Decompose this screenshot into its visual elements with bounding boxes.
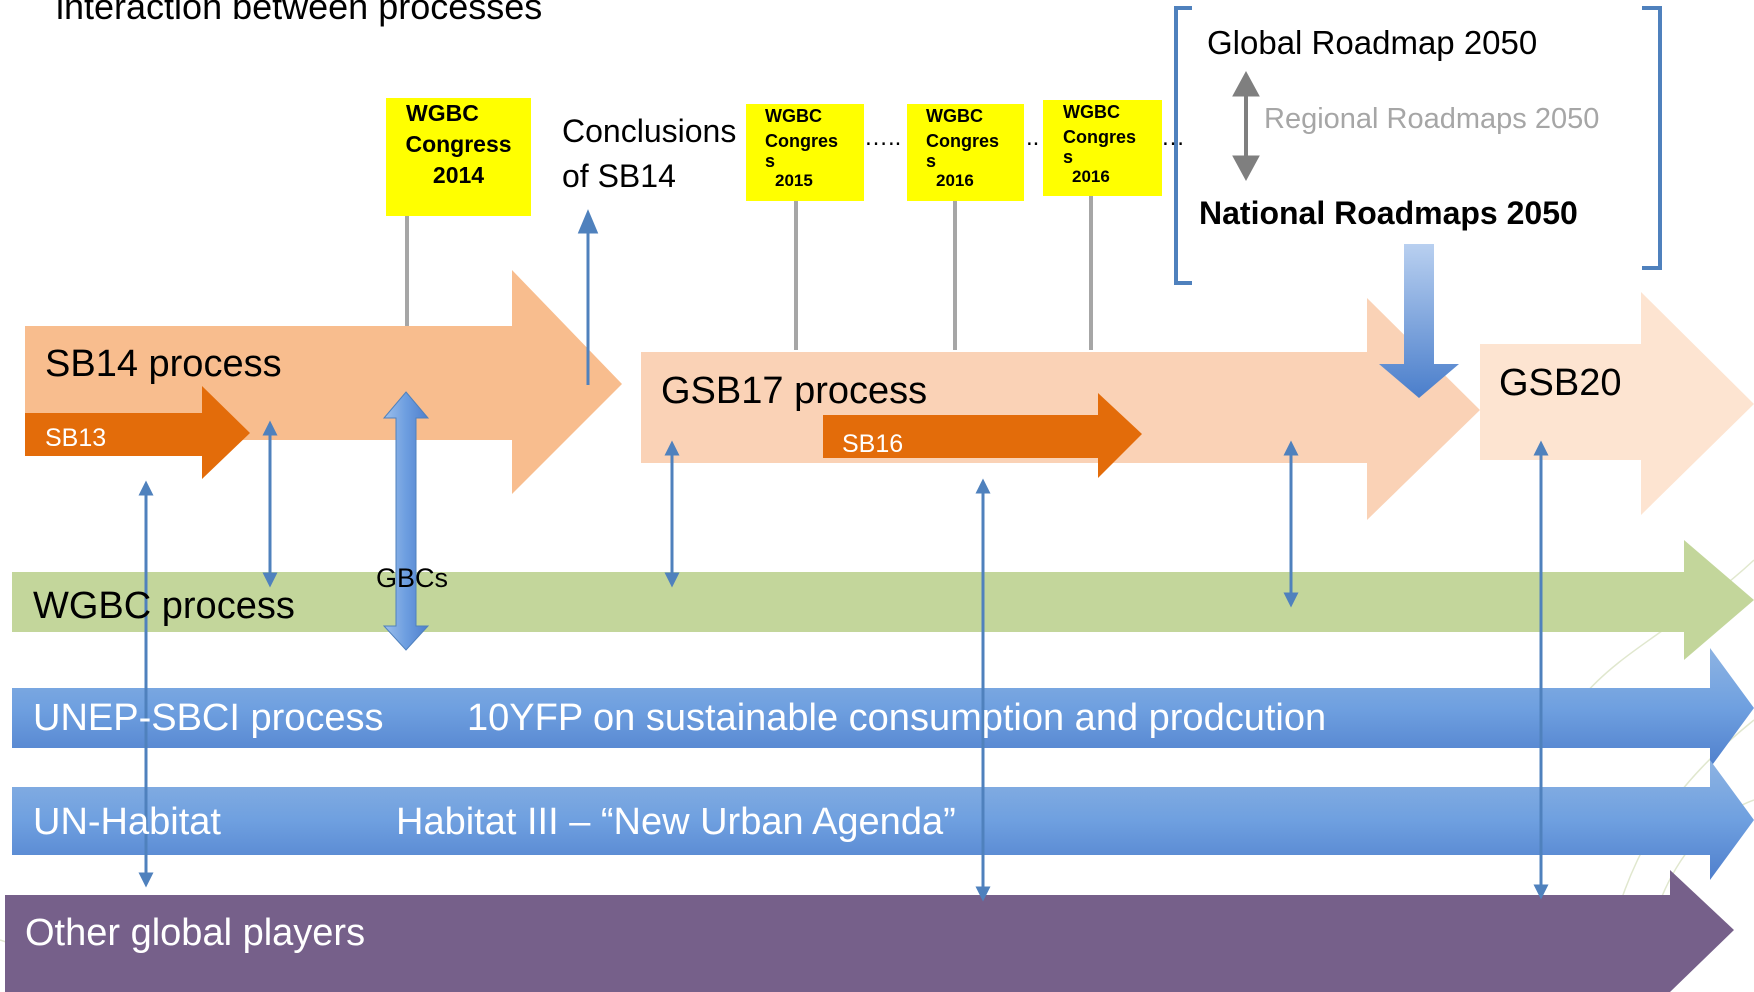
conclusions-label: Conclusions (562, 113, 737, 149)
congress-note-2014: WGBC Congress 2014 (386, 98, 531, 216)
roadmap-right-bracket (1642, 6, 1662, 270)
sb13-label: SB13 (45, 424, 107, 452)
congress-note-line1: WGBC (765, 106, 822, 126)
dots-1: ….. (864, 124, 902, 151)
regional-double-arrow (1232, 70, 1260, 182)
national-roadmap-label: National Roadmaps 2050 (1199, 195, 1578, 231)
connector-arrows (138, 420, 1549, 902)
sb16-label: SB16 (842, 430, 904, 458)
dots-3: … (1161, 124, 1185, 151)
unhabitat-label: UN-Habitat (33, 801, 221, 843)
unep-band (12, 648, 1754, 768)
dots-2: .. (1026, 124, 1040, 151)
congress-note-year: 2016 (1072, 167, 1110, 186)
congress-note-year: 2016 (936, 171, 974, 190)
gbcs-double-arrow (382, 391, 430, 651)
other-players-band (5, 870, 1734, 992)
wgbc-process-label: WGBC process (33, 585, 295, 627)
congress-note-line1: WGBC (926, 106, 983, 126)
national-roadmap-arrow (1379, 244, 1459, 398)
congress-note-year: 2014 (432, 162, 485, 188)
roadmap-left-bracket (1174, 6, 1192, 285)
congress-note-year: 2015 (775, 171, 813, 190)
congress-note-line2: Congres (765, 131, 839, 151)
unhabitat-band (12, 760, 1754, 880)
congress-note-line2: Congress (405, 131, 512, 157)
congress-note-line2: Congres (1063, 127, 1137, 147)
congress-note-line1: WGBC (406, 100, 479, 126)
congress-note-line3: s (765, 151, 776, 171)
other-players-label: Other global players (25, 912, 366, 954)
congress-note-line3: s (1063, 147, 1074, 167)
gsb20-band (1480, 292, 1754, 515)
tenyfp-label: 10YFP on sustainable consumption and pro… (467, 697, 1327, 739)
habitat3-label: Habitat III – “New Urban Agenda” (396, 801, 956, 843)
congress-note-line1: WGBC (1063, 102, 1120, 122)
congress-note-line3: s (926, 151, 937, 171)
congress-note-2016b: WGBC Congres s 2016 (1043, 100, 1162, 196)
sb16-arrow (823, 393, 1142, 478)
regional-roadmap-label: Regional Roadmaps 2050 (1264, 103, 1600, 135)
header-text: interaction between processes (56, 0, 543, 27)
gsb20-label: GSB20 (1499, 362, 1622, 404)
sb14-process-label: SB14 process (45, 343, 282, 385)
gsb17-process-label: GSB17 process (661, 370, 928, 412)
unep-process-label: UNEP-SBCI process (33, 697, 384, 739)
global-roadmap-label: Global Roadmap 2050 (1207, 24, 1538, 61)
sb13-arrow (25, 386, 250, 479)
congress-note-2015: WGBC Congres s 2015 (746, 104, 864, 201)
gbcs-label: GBCs (376, 563, 449, 593)
congress-note-line2: Congres (926, 131, 1000, 151)
conclusions-arrow (577, 209, 599, 385)
gsb17-band (641, 298, 1480, 520)
congress-note-2016a: WGBC Congres s 2016 (907, 104, 1024, 201)
wgbc-band (12, 540, 1754, 660)
conclusions-of-label: of SB14 (562, 158, 676, 194)
